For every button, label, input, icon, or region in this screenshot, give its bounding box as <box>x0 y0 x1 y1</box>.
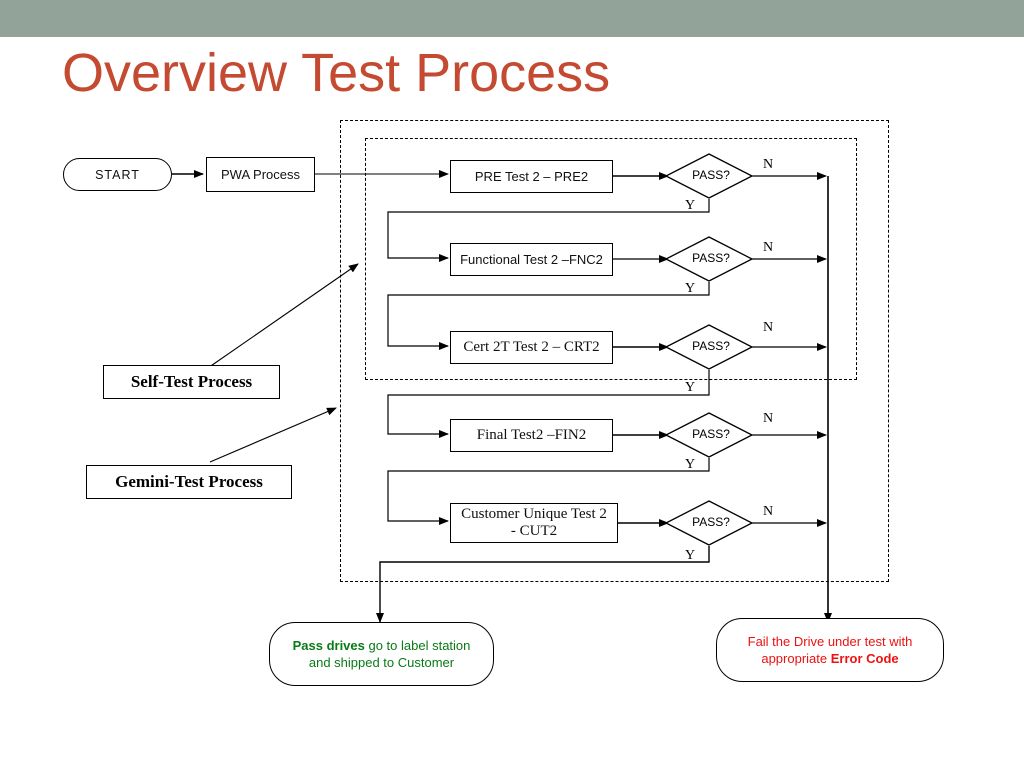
branch-yes-crt2: Y <box>685 380 696 395</box>
slide-header-bar <box>0 0 1024 37</box>
fail-outcome-oval: Fail the Drive under test with appropria… <box>716 618 944 682</box>
self-test-group-boundary <box>365 138 857 380</box>
branch-no-pre2: N <box>763 157 774 172</box>
fail-outcome-lead: Fail the Drive under test with appropria… <box>747 634 913 666</box>
test-box-crt2: Cert 2T Test 2 – CRT2 <box>450 331 613 364</box>
branch-no-fnc2: N <box>763 240 774 255</box>
start-node: START <box>63 158 172 191</box>
pass-outcome-oval: Pass drives go to label station and ship… <box>269 622 494 686</box>
test-box-pre2: PRE Test 2 – PRE2 <box>450 160 613 193</box>
branch-yes-cut2: Y <box>685 548 696 563</box>
test-box-fin2: Final Test2 –FIN2 <box>450 419 613 452</box>
gemini-test-group-boundary <box>340 120 889 582</box>
page-title: Overview Test Process <box>62 43 611 103</box>
branch-no-crt2: N <box>763 320 774 335</box>
branch-yes-fin2: Y <box>685 457 696 472</box>
fail-outcome-bold: Error Code <box>830 651 899 666</box>
branch-yes-pre2: Y <box>685 198 696 213</box>
test-box-fnc2: Functional Test 2 –FNC2 <box>450 243 613 276</box>
decision-label-crt2: PASS? <box>692 339 730 353</box>
pass-outcome-rest: go to label station and shipped to Custo… <box>308 638 471 670</box>
decision-label-fin2: PASS? <box>692 427 730 441</box>
branch-no-fin2: N <box>763 411 774 426</box>
test-box-cut2: Customer Unique Test 2 - CUT2 <box>450 503 618 543</box>
test-box-cut2-line2: - CUT2 <box>510 523 558 539</box>
group-label-self-test: Self-Test Process <box>103 365 280 399</box>
decision-label-cut2: PASS? <box>692 515 730 529</box>
pass-outcome-bold: Pass drives <box>292 638 365 653</box>
decision-label-fnc2: PASS? <box>692 251 730 265</box>
test-box-cut2-line1: Customer Unique Test 2 <box>461 506 607 522</box>
pwa-process-box: PWA Process <box>206 157 315 192</box>
branch-no-cut2: N <box>763 504 774 519</box>
group-label-gemini-test: Gemini-Test Process <box>86 465 292 499</box>
branch-yes-fnc2: Y <box>685 281 696 296</box>
decision-label-pre2: PASS? <box>692 168 730 182</box>
